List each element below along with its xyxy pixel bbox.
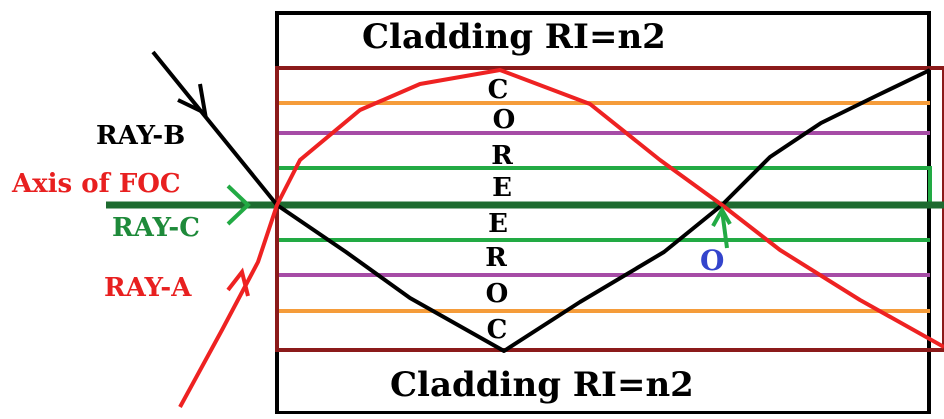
core-letter: R [485,243,507,273]
ray-a-path [178,68,944,408]
core-letter: E [492,173,512,203]
point-o-label: O [700,244,724,277]
point-o-arrow-shaft [720,209,729,249]
core-letter: C [488,75,509,105]
core-letter: R [491,141,513,171]
ray-c-arrowhead [226,184,251,226]
ray-b-path [151,50,931,353]
cladding-bottom-label: Cladding RI=n2 [390,365,694,405]
core-letter: O [486,279,509,309]
ray-b-label: RAY-B [96,121,185,151]
axis-label: Axis of FOC [11,169,181,199]
cladding-top-label: Cladding RI=n2 [362,17,666,57]
ray-c-label: RAY-C [112,213,200,243]
ray-a-label: RAY-A [104,273,192,303]
green-layer-top [279,166,932,205]
cladding-box [275,11,931,415]
core-letter: E [488,209,508,239]
ray-b-arrowhead [177,83,208,117]
ray-a-arrowhead [226,267,250,297]
core-letter: O [493,105,516,135]
core-letter: C [487,315,508,345]
point-o-arrowhead [711,205,732,227]
